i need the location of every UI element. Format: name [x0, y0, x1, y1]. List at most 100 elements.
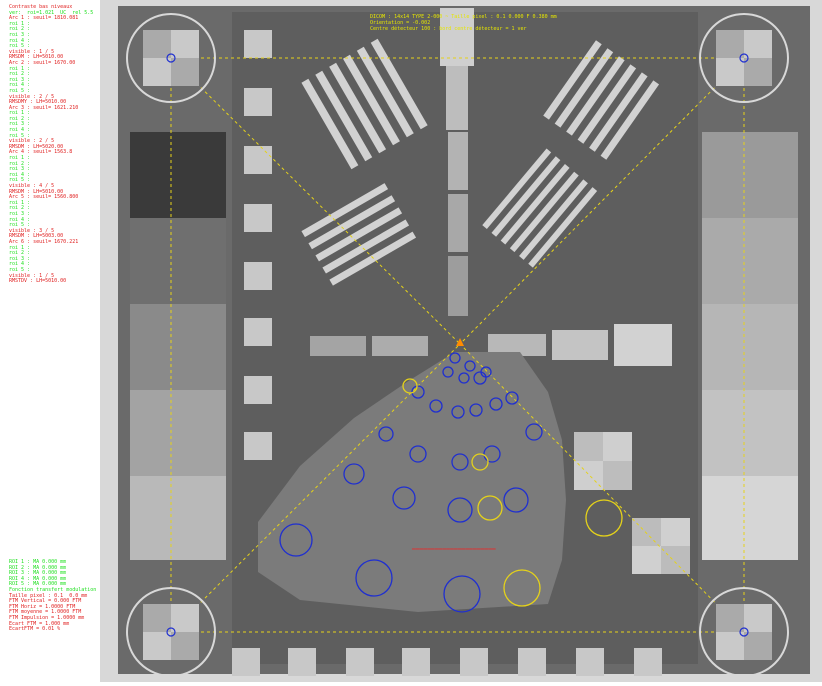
roi-circle-blue	[489, 397, 503, 411]
red-annotation-label: ━━━━━━━━━━━━━━━━━━━━━━	[412, 546, 496, 553]
result-line: Ecart FTM = 1.000 mm	[9, 620, 70, 627]
result-line: Fonction transfert modulation	[9, 586, 97, 593]
roi-circle-blue	[473, 371, 487, 385]
checker-square-lower	[632, 518, 690, 574]
result-line: RMSDM : LH=5010.00	[9, 54, 64, 61]
result-line: roi 2 :	[9, 160, 34, 167]
left-margin	[0, 0, 100, 682]
roi-circle-blue	[411, 385, 425, 399]
checker-square-upper	[574, 432, 632, 490]
roi-circle-blue	[447, 497, 473, 523]
roi-circle-blue	[343, 463, 365, 485]
roi-circle-blue	[443, 575, 481, 613]
result-line: roi 3 :	[9, 255, 34, 262]
result-line: RMSDM : LH=5010.00	[9, 188, 64, 195]
dicom-info-overlay: DICOM : 14x14 TYPE 2-000 ~ Taille pixel …	[370, 14, 557, 32]
result-line: roi 5 :	[9, 222, 34, 229]
result-line: roi 4 :	[9, 82, 34, 89]
right-step-wedge	[702, 132, 798, 560]
info-line: Centre détecteur 100 : bord centre détec…	[370, 26, 527, 32]
result-line: EcartFTM = 0.01 %	[9, 626, 61, 633]
roi-circle-blue	[503, 487, 529, 513]
result-line: FTM Impulsion = 1.0000 mm	[9, 614, 85, 621]
line-pair-row-horizontal	[310, 324, 672, 366]
triangle-marker-icon	[456, 338, 464, 346]
result-line: roi 2 :	[9, 115, 34, 122]
result-line: visible : 4 / 5	[9, 183, 55, 189]
result-line: roi 2 :	[9, 205, 34, 212]
result-line: ROI 1 : MA 0.000 mm	[9, 559, 67, 565]
roi-circle-blue	[429, 399, 443, 413]
result-line: roi 5 :	[9, 177, 34, 184]
result-line: Arc 1 : seuil= 1810.081	[9, 15, 79, 22]
result-line: Arc 6 : seuil= 1670.221	[9, 238, 79, 245]
roi-circle-blue	[458, 372, 470, 384]
result-line: RMSDM : LH=5003.00	[9, 233, 64, 240]
roi-circle-blue	[378, 426, 394, 442]
result-line: ROI 3 : MA 0.000 mm	[9, 570, 67, 577]
result-line: Arc 2 : seuil= 1670.00	[9, 59, 76, 66]
contrast-detail-fan	[258, 352, 566, 612]
circle-target-icon	[126, 587, 216, 677]
result-line: roi 3 :	[9, 121, 34, 128]
result-line: roi 3 :	[9, 76, 34, 83]
left-step-wedge	[130, 132, 226, 560]
result-line: FTM Horiz = 1.0000 FTM	[9, 603, 76, 610]
result-line: roi 4 :	[9, 171, 34, 178]
roi-circle-blue	[392, 486, 416, 510]
roi-circle-yellow	[402, 378, 418, 394]
roi-circle-yellow	[477, 495, 503, 521]
result-line: roi 1 :	[9, 20, 34, 27]
roi-circle-yellow	[471, 453, 489, 471]
result-line: ROI 4 : MA 0.000 mm	[9, 575, 67, 582]
line-pair-group-mid-right	[482, 148, 598, 268]
result-line: roi 3 :	[9, 31, 34, 38]
result-line: roi 4 :	[9, 37, 34, 44]
result-line: ROI 2 : MA 0.000 mm	[9, 564, 67, 571]
roi-circle-blue	[469, 403, 483, 417]
roi-circle-blue	[525, 423, 543, 441]
result-line: ROI 5 : MA 0.000 mm	[9, 581, 67, 588]
info-line: Orientation = -0.002	[370, 20, 431, 26]
info-line: DICOM : 14x14 TYPE 2-000 ~ Taille pixel …	[370, 14, 557, 20]
roi-circle-blue	[451, 453, 469, 471]
roi-circle-blue	[483, 445, 501, 463]
result-line: roi 5 :	[9, 87, 34, 94]
result-line: ver: roi=1.021 UC rel 5.5	[9, 9, 94, 16]
result-line: roi 1 :	[9, 110, 34, 117]
result-line: visible : 1 / 5	[9, 272, 55, 279]
result-line: visible : 1 / 5	[9, 48, 55, 55]
result-line: roi 4 :	[9, 127, 34, 134]
result-line: roi 5 :	[9, 43, 34, 50]
result-line: FTM moyenne = 1.0000 FTM	[9, 609, 82, 616]
result-line: visible : 2 / 5	[9, 93, 55, 100]
result-line: roi 5 :	[9, 266, 34, 273]
line-pair-stack-vertical	[440, 8, 474, 316]
result-line: roi 4 :	[9, 216, 34, 223]
result-line: roi 3 :	[9, 210, 34, 217]
result-line: Taille pixel : 0.1 0.0 mm	[9, 592, 88, 599]
circle-target-icon	[126, 13, 216, 103]
result-line: Arc 3 : seuil= 1621.210	[9, 104, 79, 111]
roi-circle-yellow	[503, 569, 541, 607]
roi-circle-blue	[449, 352, 461, 364]
left-square-column	[244, 30, 272, 460]
result-line: roi 2 :	[9, 26, 34, 33]
result-line: Arc 5 : seuil= 1560.800	[9, 194, 79, 201]
line-pair-group-mid-left	[301, 183, 417, 286]
result-line: roi 1 :	[9, 199, 34, 206]
result-line: Contraste bas niveaux	[9, 4, 73, 10]
geometry-guide-lines	[170, 57, 745, 633]
roi-circle-blue	[279, 523, 313, 557]
roi-circle-blue	[505, 391, 519, 405]
result-line: roi 1 :	[9, 155, 34, 162]
result-line: roi 2 :	[9, 71, 34, 78]
roi-circle-yellow	[585, 499, 623, 537]
result-line: roi 5 :	[9, 132, 34, 139]
roi-circle-blue	[442, 366, 454, 378]
roi-circle-blue	[464, 360, 476, 372]
circle-target-icon	[699, 587, 789, 677]
